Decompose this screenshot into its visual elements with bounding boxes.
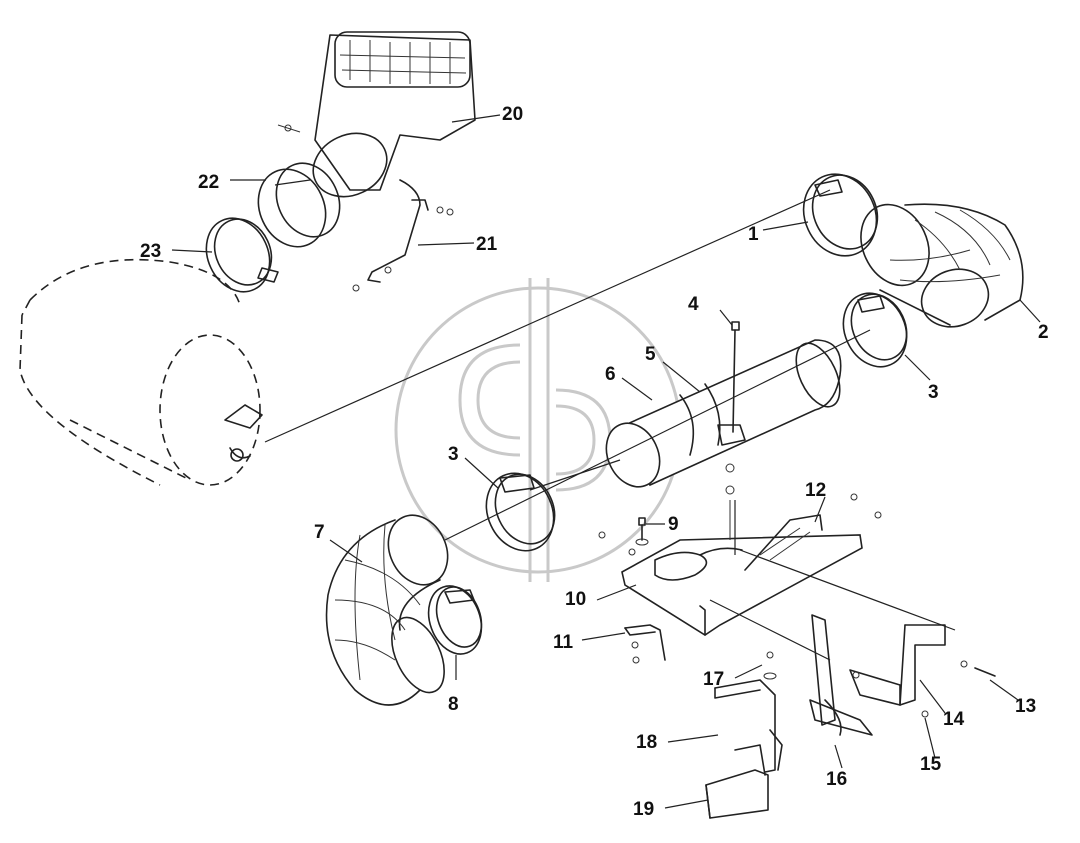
hose-clamp-23 [205,217,279,293]
bolt-9 [598,493,882,556]
hood-bracket [352,179,454,292]
callout-labels: 1 2 3 3 4 5 6 7 8 9 10 11 12 13 14 15 16… [140,104,1049,820]
hose-clamp-3-right [842,292,908,368]
air-cleaner-housing [19,258,263,486]
callout-3-right: 3 [928,382,939,403]
callout-14: 14 [943,709,965,730]
hose-clamp-1 [802,173,879,257]
elbow-hose [860,203,1024,328]
callout-7: 7 [314,522,325,543]
callout-6: 6 [605,364,616,385]
plate-19 [705,744,769,819]
lower-elbow-hose [325,514,449,706]
mounting-bracket-10 [621,500,863,636]
callout-4: 4 [688,294,699,315]
callout-11: 11 [553,632,574,653]
callout-10: 10 [565,589,586,610]
callout-13: 13 [1015,696,1036,717]
callout-18: 18 [636,732,657,753]
vertical-bracket-16 [809,614,929,736]
rubber-sleeve [257,162,341,248]
callout-8: 8 [448,694,459,715]
callout-leaders [171,114,1041,809]
callout-15: 15 [920,754,942,775]
lower-bracket-18 [714,651,783,773]
callout-21: 21 [476,234,498,255]
bolt-4 [725,321,740,495]
callout-1: 1 [748,224,759,245]
callout-16: 16 [826,769,847,790]
callout-17: 17 [703,669,724,690]
callout-23: 23 [140,241,161,262]
callout-3-left: 3 [448,444,459,465]
callout-20: 20 [502,104,523,125]
callout-5: 5 [645,344,656,365]
support-bracket-14 [849,624,996,706]
callout-22: 22 [198,172,219,193]
intake-tube [605,339,842,488]
hose-clamp-8 [427,585,483,655]
assembly-lines [264,179,956,661]
hose-clamp-3-left [485,472,556,552]
callout-2: 2 [1038,322,1049,343]
callout-9: 9 [668,514,679,535]
callout-12: 12 [805,480,826,501]
callout-19: 19 [633,799,654,820]
small-bracket-11 [624,624,666,664]
intake-hood [277,31,476,198]
